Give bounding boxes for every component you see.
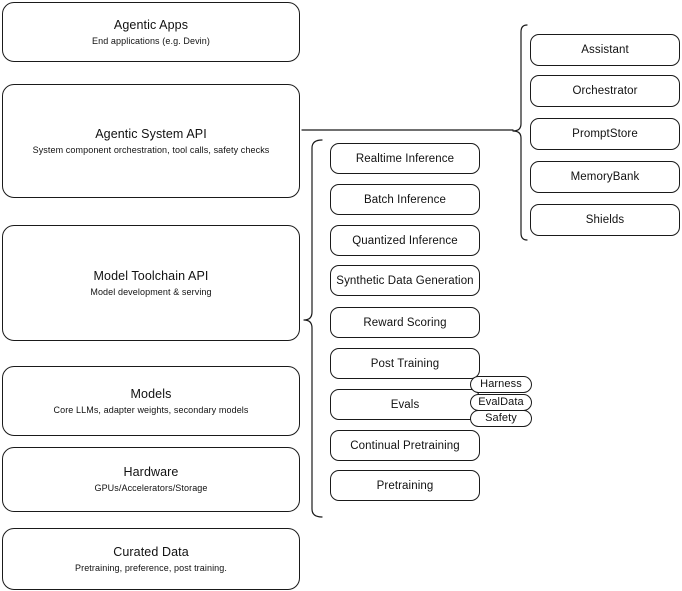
system-item-promptstore[interactable]: PromptStore bbox=[530, 118, 680, 150]
layer-subtitle: System component orchestration, tool cal… bbox=[32, 144, 270, 155]
system-item-memorybank[interactable]: MemoryBank bbox=[530, 161, 680, 193]
layer-box-agentic-system-api[interactable]: Agentic System API System component orch… bbox=[2, 84, 300, 198]
eval-tag-harness[interactable]: Harness bbox=[470, 376, 532, 393]
layer-title: Models bbox=[130, 386, 172, 401]
layer-title: Hardware bbox=[123, 465, 179, 479]
toolchain-item-synthetic-data-generation[interactable]: Synthetic Data Generation bbox=[330, 265, 480, 296]
curly-brace-toolchain-capabilities bbox=[303, 139, 323, 518]
layer-title: Curated Data bbox=[113, 544, 189, 559]
layer-box-curated-data[interactable]: Curated Data Pretraining, preference, po… bbox=[2, 528, 300, 590]
layer-title: Agentic Apps bbox=[113, 17, 189, 32]
toolchain-item-continual-pretraining[interactable]: Continual Pretraining bbox=[330, 430, 480, 461]
layer-subtitle: End applications (e.g. Devin) bbox=[92, 35, 210, 46]
curly-brace-system-components bbox=[512, 24, 528, 241]
eval-tag-evaldata[interactable]: EvalData bbox=[470, 394, 532, 411]
layer-subtitle: GPUs/Accelerators/Storage bbox=[94, 483, 208, 493]
layer-box-hardware[interactable]: Hardware GPUs/Accelerators/Storage bbox=[2, 447, 300, 512]
toolchain-item-evals[interactable]: Evals bbox=[330, 389, 480, 420]
toolchain-item-pretraining[interactable]: Pretraining bbox=[330, 470, 480, 501]
eval-tag-safety[interactable]: Safety bbox=[470, 410, 532, 427]
layer-subtitle: Model development & serving bbox=[90, 286, 212, 297]
layer-title: Model Toolchain API bbox=[93, 268, 209, 283]
toolchain-item-reward-scoring[interactable]: Reward Scoring bbox=[330, 307, 480, 338]
layer-title: Agentic System API bbox=[95, 126, 207, 141]
toolchain-item-realtime-inference[interactable]: Realtime Inference bbox=[330, 143, 480, 174]
system-item-assistant[interactable]: Assistant bbox=[530, 34, 680, 66]
system-item-shields[interactable]: Shields bbox=[530, 204, 680, 236]
system-item-orchestrator[interactable]: Orchestrator bbox=[530, 75, 680, 107]
layer-box-models[interactable]: Models Core LLMs, adapter weights, secon… bbox=[2, 366, 300, 436]
toolchain-item-post-training[interactable]: Post Training bbox=[330, 348, 480, 379]
layer-box-model-toolchain-api[interactable]: Model Toolchain API Model development & … bbox=[2, 225, 300, 341]
layer-subtitle: Pretraining, preference, post training. bbox=[75, 562, 227, 573]
layer-box-agentic-apps[interactable]: Agentic Apps End applications (e.g. Devi… bbox=[2, 2, 300, 62]
layer-subtitle: Core LLMs, adapter weights, secondary mo… bbox=[53, 404, 249, 415]
toolchain-item-batch-inference[interactable]: Batch Inference bbox=[330, 184, 480, 215]
toolchain-item-quantized-inference[interactable]: Quantized Inference bbox=[330, 225, 480, 256]
